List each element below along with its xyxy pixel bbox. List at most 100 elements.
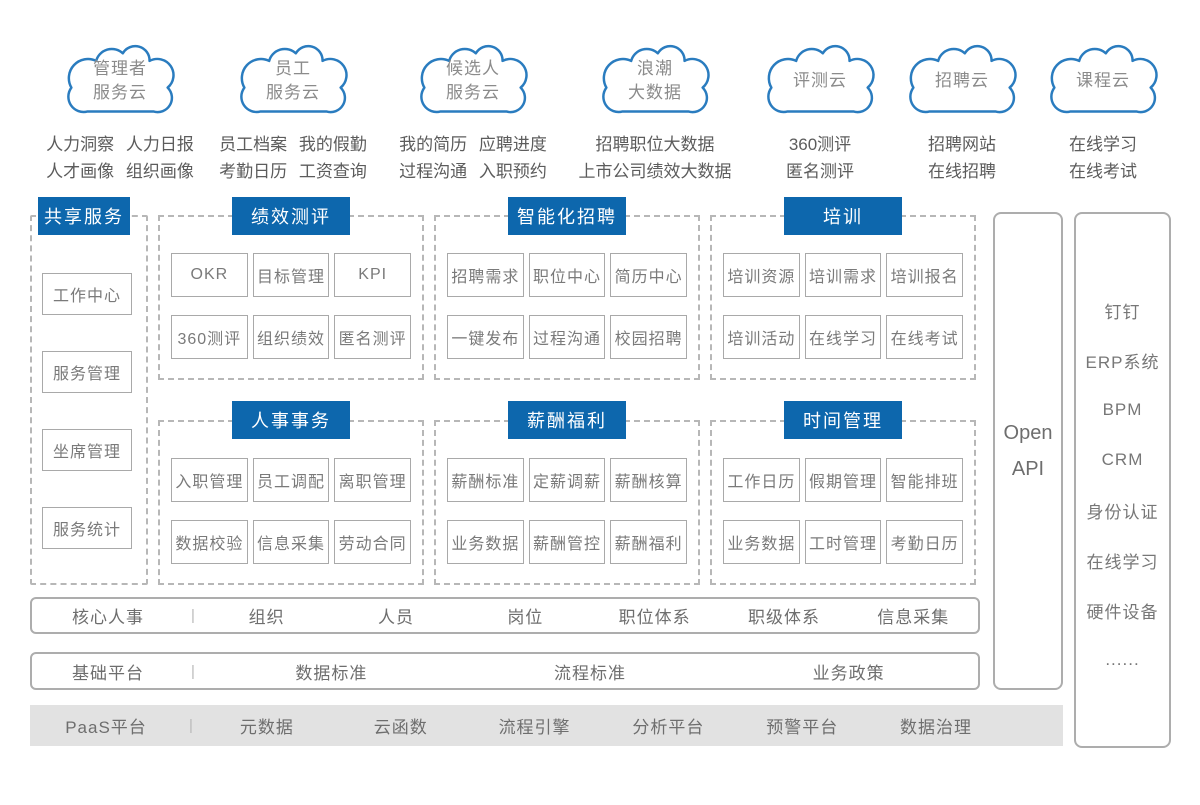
module-box: 员工调配 <box>252 458 330 502</box>
module-box: 工时管理 <box>804 520 882 564</box>
base-platform-row: 基础平台 | 数据标准 流程标准 业务政策 <box>30 652 980 690</box>
external-item: 钉钉 <box>1104 302 1141 322</box>
open-api-pillar: Open API <box>993 212 1063 690</box>
cloud-caption: 360测评 匿名测评 <box>786 135 854 181</box>
module-box: 入职管理 <box>171 458 248 502</box>
row-item: 分析平台 <box>632 718 705 737</box>
cloud-employee-service: 员工 服务云 员工档案 我的假勤 考勤日历 工资查询 <box>203 38 383 185</box>
row-item: 流程引擎 <box>498 718 571 737</box>
section-compensation-header: 薪酬福利 <box>508 401 626 439</box>
module-box: 工作日历 <box>723 458 800 502</box>
module-box: 业务数据 <box>447 520 524 564</box>
row-item: 云函数 <box>373 718 428 737</box>
row-item: 流程标准 <box>554 663 626 683</box>
module-box: 在线考试 <box>886 315 964 359</box>
open-api-label: API <box>1011 457 1045 480</box>
module-box: 数据校验 <box>171 520 248 564</box>
cloud-caption: 人力洞察 人力日报 人才画像 组织画像 <box>46 135 194 181</box>
external-item: 硬件设备 <box>1086 602 1159 622</box>
module-box: 培训活动 <box>723 315 800 359</box>
cloud-name: 课程云 <box>1076 71 1130 90</box>
row-item: 组织 <box>248 608 285 627</box>
module-box: 过程沟通 <box>528 315 606 359</box>
module-box: 在线学习 <box>804 315 882 359</box>
paas-platform-row: PaaS平台 | 元数据 云函数 流程引擎 分析平台 预警平台 数据治理 <box>30 705 1063 746</box>
row-divider: | <box>191 607 195 624</box>
section-recruiting: 招聘需求 职位中心 简历中心 一键发布 过程沟通 校园招聘 <box>434 215 700 380</box>
module-box: 业务数据 <box>723 520 800 564</box>
row-item: 人员 <box>377 608 414 627</box>
module-box: 定薪调薪 <box>528 458 606 502</box>
module-box: 假期管理 <box>804 458 882 502</box>
module-box: 简历中心 <box>610 253 688 297</box>
module-box: 匿名测评 <box>334 315 412 359</box>
cloud-caption: 招聘职位大数据 上市公司绩效大数据 <box>578 135 732 181</box>
section-compensation: 薪酬标准 定薪调薪 薪酬核算 业务数据 薪酬管控 薪酬福利 <box>434 420 700 585</box>
module-box: KPI <box>334 253 412 297</box>
module-box: 薪酬标准 <box>447 458 524 502</box>
cloud-icon <box>767 44 875 114</box>
row-item: 职位体系 <box>618 608 691 627</box>
shared-services-items: 工作中心 服务管理 坐席管理 服务统计 <box>42 273 132 549</box>
section-training-header: 培训 <box>784 197 902 235</box>
cloud-name: 管理者 服务云 <box>59 46 181 116</box>
external-item: ERP系统 <box>1085 352 1160 372</box>
cloud-name-line: 服务云 <box>93 83 147 102</box>
module-box: 一键发布 <box>447 315 524 359</box>
cloud-icon <box>909 44 1017 114</box>
section-personnel: 入职管理 员工调配 离职管理 数据校验 信息采集 劳动合同 <box>158 420 424 585</box>
external-item: 身份认证 <box>1086 502 1159 522</box>
module-box: 组织绩效 <box>252 315 330 359</box>
cloud-manager-service: 管理者 服务云 人力洞察 人力日报 人才画像 组织画像 <box>30 38 210 185</box>
cloud-name: 招聘云 <box>935 71 989 90</box>
module-box: 薪酬福利 <box>610 520 688 564</box>
shared-services-header: 共享服务 <box>38 197 130 235</box>
row-divider: | <box>189 717 193 734</box>
external-item: CRM <box>1101 450 1144 469</box>
module-box: OKR <box>171 253 248 297</box>
row-item: 元数据 <box>239 718 294 737</box>
module-box: 劳动合同 <box>334 520 412 564</box>
section-performance-header: 绩效测评 <box>232 197 350 235</box>
section-time-header: 时间管理 <box>784 401 902 439</box>
external-item: ...... <box>1105 650 1140 669</box>
module-box: 服务统计 <box>42 507 132 549</box>
row-divider: | <box>191 662 195 680</box>
row-item: 信息采集 <box>877 608 950 627</box>
external-item: 在线学习 <box>1086 552 1159 572</box>
cloud-course: 课程云 在线学习 在线考试 <box>1013 38 1193 185</box>
external-item: BPM <box>1102 400 1143 419</box>
section-performance: OKR 目标管理 KPI 360测评 组织绩效 匿名测评 <box>158 215 424 380</box>
cloud-icon <box>420 44 528 114</box>
module-box: 离职管理 <box>334 458 412 502</box>
module-box: 薪酬管控 <box>528 520 606 564</box>
cloud-icon <box>67 44 175 114</box>
cloud-assessment: 评测云 360测评 匿名测评 <box>730 38 910 185</box>
row-label: PaaS平台 <box>65 718 147 737</box>
module-box: 招聘需求 <box>447 253 524 297</box>
open-api-label: Open <box>1003 421 1053 444</box>
cloud-caption: 在线学习 在线考试 <box>1069 135 1137 181</box>
cloud-icon <box>240 44 348 114</box>
module-box: 服务管理 <box>42 351 132 393</box>
module-box: 职位中心 <box>528 253 606 297</box>
row-item: 数据标准 <box>295 663 368 683</box>
module-box: 薪酬核算 <box>610 458 688 502</box>
module-box: 信息采集 <box>252 520 330 564</box>
module-box: 培训报名 <box>886 253 964 297</box>
cloud-caption: 员工档案 我的假勤 考勤日历 工资查询 <box>219 135 367 181</box>
row-item: 职级体系 <box>747 608 820 627</box>
row-item: 数据治理 <box>900 718 973 737</box>
module-box: 考勤日历 <box>886 520 964 564</box>
section-personnel-header: 人事事务 <box>232 401 350 439</box>
cloud-icon <box>602 44 710 114</box>
module-box: 目标管理 <box>252 253 330 297</box>
module-box: 培训需求 <box>804 253 882 297</box>
cloud-caption: 招聘网站 在线招聘 <box>928 135 996 181</box>
cloud-name: 评测云 <box>793 71 847 90</box>
module-box: 培训资源 <box>723 253 800 297</box>
row-item: 业务政策 <box>812 663 885 683</box>
cloud-candidate-service: 候选人 服务云 我的简历 应聘进度 过程沟通 入职预约 <box>383 38 563 185</box>
external-systems-pillar: 钉钉 ERP系统 BPM CRM 身份认证 在线学习 硬件设备 ...... <box>1074 212 1171 748</box>
cloud-name: 浪潮 大数据 <box>628 59 682 102</box>
